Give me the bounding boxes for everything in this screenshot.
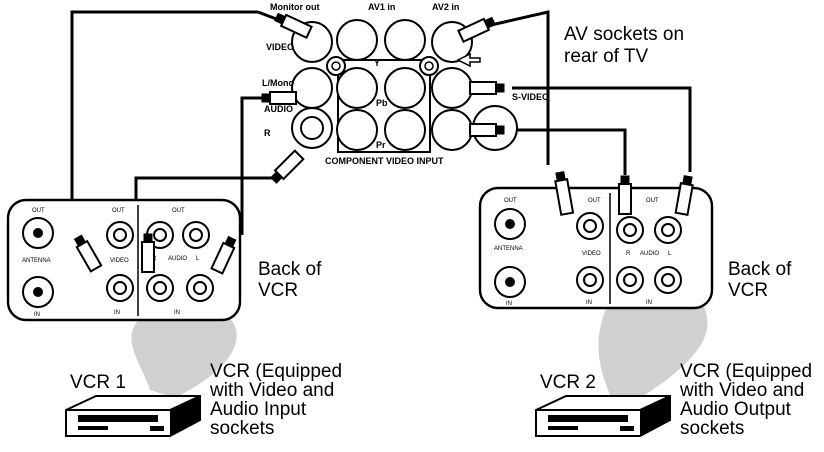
- vcr1-unit: [65, 395, 201, 437]
- svg-text:L: L: [668, 251, 672, 257]
- vcr2-plug-video: [554, 171, 575, 216]
- vcr1-back-line1: Back of: [258, 259, 322, 280]
- svg-text:OUT: OUT: [646, 198, 659, 204]
- label-svideo: S-VIDEO: [512, 92, 549, 102]
- tv-title-line2: rear of TV: [564, 46, 648, 67]
- plug-monitor-video: [274, 12, 313, 39]
- svg-text:OUT: OUT: [112, 208, 125, 214]
- pb-socket-right[interactable]: [384, 67, 426, 109]
- vcr2-plug-r: [618, 175, 632, 215]
- pr-socket-left[interactable]: [336, 109, 378, 151]
- svg-text:ANTENNA: ANTENNA: [494, 246, 523, 252]
- vcr1-plug-r: [141, 233, 155, 273]
- svg-text:L: L: [196, 256, 200, 262]
- vcr1-desc-line3: Audio Input: [210, 399, 307, 420]
- vcr2-back-panel: OUT ANTENNA IN OUT VIDEO IN OUT R AUDIO …: [478, 171, 714, 310]
- svg-text:OUT: OUT: [32, 208, 45, 214]
- svg-text:OUT: OUT: [172, 208, 185, 214]
- av2-svideo-socket[interactable]: [431, 67, 473, 109]
- arrow-left-icon: [456, 52, 481, 68]
- label-component: COMPONENT VIDEO INPUT: [325, 156, 444, 166]
- vcr2-desc-line3: Audio Output: [680, 399, 792, 420]
- svg-text:AUDIO: AUDIO: [640, 251, 659, 257]
- svg-text:IN: IN: [506, 301, 512, 307]
- vcr1-name: VCR 1: [70, 372, 126, 393]
- plug-av2-svideo: [469, 81, 505, 95]
- monitor-lmono-socket[interactable]: [291, 67, 333, 109]
- pb-socket-left[interactable]: [336, 67, 378, 109]
- vcr1-desc-line1: VCR (Equipped: [210, 361, 342, 382]
- svg-text:VIDEO: VIDEO: [110, 258, 129, 264]
- vcr1-beam: [131, 318, 237, 398]
- vcr2-desc-line2: with Video and: [679, 380, 804, 401]
- svg-text:OUT: OUT: [504, 198, 517, 204]
- vcr1-plug-l: [210, 235, 237, 275]
- vcr2-back-line1: Back of: [728, 259, 792, 280]
- label-video: VIDEO: [266, 42, 294, 52]
- svg-text:IN: IN: [114, 310, 120, 316]
- vcr1-back-panel: OUT ANTENNA IN OUT VIDEO IN OUT R AUDIO …: [6, 198, 242, 322]
- plug-monitor-lmono: [261, 91, 297, 105]
- vcr2-desc-line1: VCR (Equipped: [680, 361, 812, 382]
- svg-text:ANTENNA: ANTENNA: [22, 258, 51, 264]
- vcr1-back-line2: VCR: [258, 280, 298, 301]
- svg-text:OUT: OUT: [588, 198, 601, 204]
- vcr2-name: VCR 2: [540, 372, 596, 393]
- label-r: R: [264, 128, 271, 138]
- svg-text:VIDEO: VIDEO: [582, 251, 601, 257]
- plug-monitor-r: [270, 149, 305, 184]
- header-av1-in: AV1 in: [368, 2, 395, 12]
- vcr1-desc-line4: sockets: [210, 418, 274, 439]
- tv-av-panel: Monitor out AV1 in AV2 in Y Pb Pr COMPON…: [261, 2, 549, 184]
- vcr1-plug-video: [73, 234, 103, 273]
- vcr1-tape-slot: [78, 415, 158, 422]
- plug-av2-lower: [469, 123, 505, 137]
- tv-title-line1: AV sockets on: [564, 24, 684, 45]
- vcr2-back-line2: VCR: [728, 280, 768, 301]
- svg-text:IN: IN: [586, 300, 592, 306]
- vcr1-desc-line2: with Video and: [209, 380, 334, 401]
- label-y: Y: [374, 58, 380, 68]
- svg-text:IN: IN: [174, 310, 180, 316]
- vcr2-unit: [535, 395, 671, 437]
- svg-text:IN: IN: [34, 312, 40, 318]
- svg-text:R: R: [626, 251, 631, 257]
- label-lmono: L/Mono: [262, 78, 294, 88]
- av1-socket-right[interactable]: [384, 19, 426, 61]
- av2-audio-socket[interactable]: [431, 109, 473, 151]
- vcr2-desc-line4: sockets: [680, 418, 744, 439]
- av1-socket-left[interactable]: [336, 19, 378, 61]
- label-pb: Pb: [376, 98, 388, 108]
- label-audio: AUDIO: [264, 104, 293, 114]
- vcr2-plug-l: [674, 175, 694, 216]
- label-pr: Pr: [376, 140, 386, 150]
- vcr2-beam: [598, 300, 708, 398]
- plug-av2-video: [457, 16, 496, 43]
- pr-socket-right[interactable]: [384, 109, 426, 151]
- svg-text:IN: IN: [646, 300, 652, 306]
- header-av2-in: AV2 in: [432, 2, 459, 12]
- header-monitor-out: Monitor out: [270, 2, 319, 12]
- vcr2-tape-slot: [548, 415, 628, 422]
- svg-text:AUDIO: AUDIO: [168, 256, 187, 262]
